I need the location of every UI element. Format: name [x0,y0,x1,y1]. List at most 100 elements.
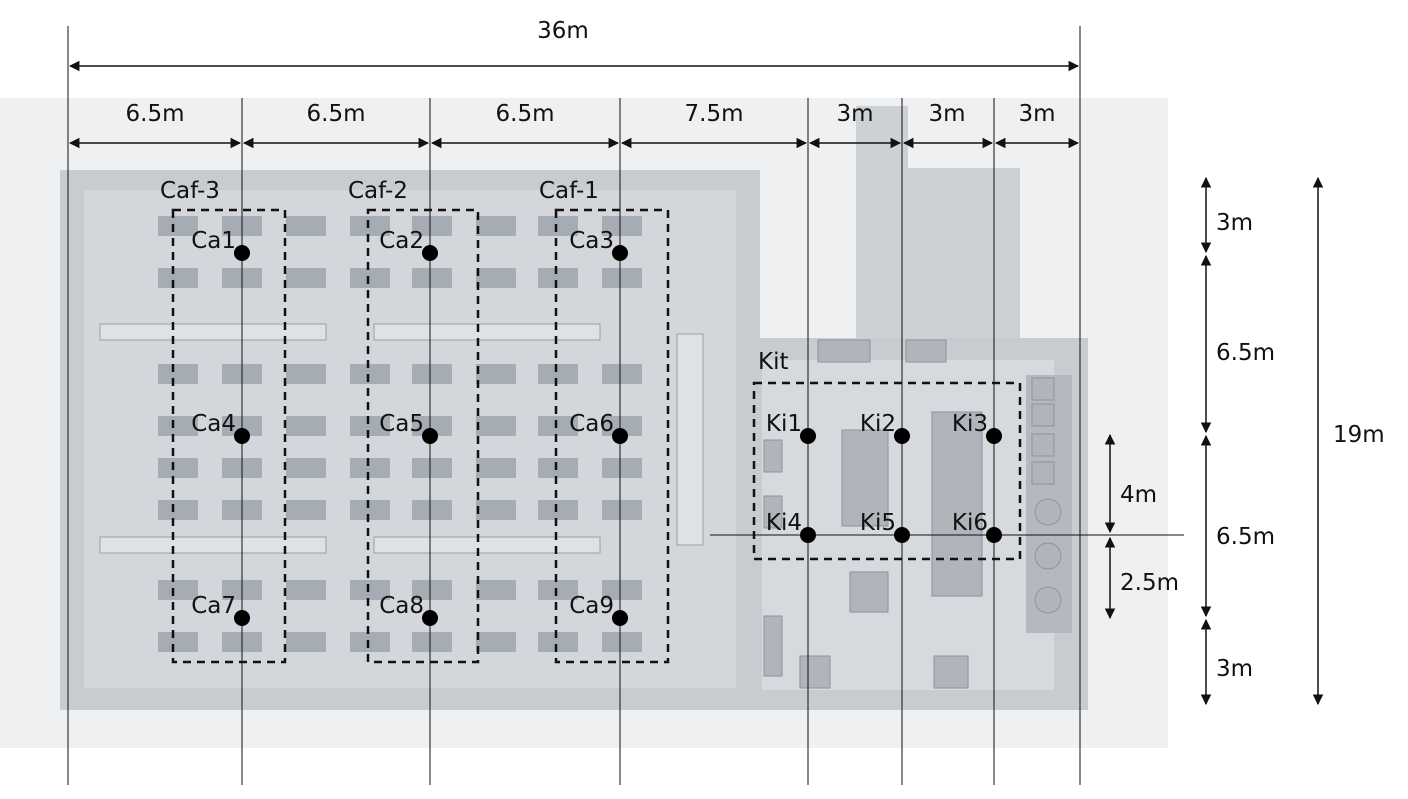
table [286,216,326,236]
zone-caf-1-outline [554,208,670,664]
point-ki4-marker [800,527,816,543]
point-ki2-marker [894,428,910,444]
zone-caf-1-label: Caf-1 [539,178,599,204]
point-ca9-label: Ca9 [569,593,614,619]
zone-caf-2-label: Caf-2 [348,178,408,204]
table [476,580,516,600]
point-ki5-label: Ki5 [860,510,896,536]
table [158,364,198,384]
zone-kit-label: Kit [758,349,789,375]
table [602,416,642,436]
table [412,580,452,600]
point-ca6-marker [612,428,628,444]
table [158,632,198,652]
table [476,458,516,478]
point-ca1-marker [234,245,250,261]
table [286,632,326,652]
point-ki6-label: Ki6 [952,510,988,536]
zone-caf-3-label: Caf-3 [160,178,220,204]
point-ca2-label: Ca2 [379,228,424,254]
table [286,580,326,600]
table [412,458,452,478]
table [602,632,642,652]
table [286,416,326,436]
table [476,268,516,288]
dim-top-7: 3m [1018,101,1055,127]
table [158,580,198,600]
table [158,268,198,288]
dim-top-6: 3m [928,101,965,127]
table [538,580,578,600]
table [476,364,516,384]
table [538,500,578,520]
table [538,458,578,478]
table [602,364,642,384]
dim-top-1: 6.5m [126,101,185,127]
point-ki3-label: Ki3 [952,411,988,437]
dim-kitchen-2-5m: 2.5m [1120,570,1179,596]
table [286,458,326,478]
kitchen-equipment [763,339,1062,689]
point-ca8-marker [422,610,438,626]
table [350,632,390,652]
zones [171,208,1022,664]
table [350,416,390,436]
table [538,416,578,436]
table [476,500,516,520]
point-ca3-marker [612,245,628,261]
point-ki6-marker [986,527,1002,543]
point-ki1-label: Ki1 [766,411,802,437]
dim-right-3: 6.5m [1216,524,1275,550]
point-ca4-marker [234,428,250,444]
dim-top-4: 7.5m [685,101,744,127]
table [350,500,390,520]
table [158,500,198,520]
table [602,500,642,520]
dim-top-5: 3m [836,101,873,127]
point-ca4-label: Ca4 [191,411,236,437]
table [158,216,198,236]
table [476,216,516,236]
zone-caf-3-outline [171,208,287,664]
table [538,632,578,652]
dimension-labels: 36m 6.5m 6.5m 6.5m 7.5m 3m 3m 3m [126,18,1056,127]
table [476,632,516,652]
right-dimension-labels: 3m 6.5m 6.5m 3m 19m 4m 2.5m [1120,210,1385,682]
dim-total-width: 36m [537,18,589,44]
table [350,268,390,288]
table [602,268,642,288]
point-ca8-label: Ca8 [379,593,424,619]
point-ca1-label: Ca1 [191,228,236,254]
point-ki4-label: Ki4 [766,510,802,536]
point-ki2-label: Ki2 [860,411,896,437]
point-ki5-marker [894,527,910,543]
table [412,416,452,436]
table [476,416,516,436]
table [286,500,326,520]
table [602,458,642,478]
point-ca5-marker [422,428,438,444]
dim-right-4: 3m [1216,656,1253,682]
zone-caf-2-outline [366,208,480,664]
dim-right-2: 6.5m [1216,340,1275,366]
table [412,268,452,288]
table [158,416,198,436]
table [538,268,578,288]
table [412,500,452,520]
point-ca7-label: Ca7 [191,593,236,619]
table [602,580,642,600]
zone-kit-outline [752,381,1022,561]
point-ca5-label: Ca5 [379,411,424,437]
table [350,216,390,236]
table [412,216,452,236]
table [350,364,390,384]
point-ca9-marker [612,610,628,626]
dim-total-height: 19m [1333,422,1385,448]
table [286,364,326,384]
point-ca6-label: Ca6 [569,411,614,437]
table [602,216,642,236]
dim-kitchen-4m: 4m [1120,482,1157,508]
